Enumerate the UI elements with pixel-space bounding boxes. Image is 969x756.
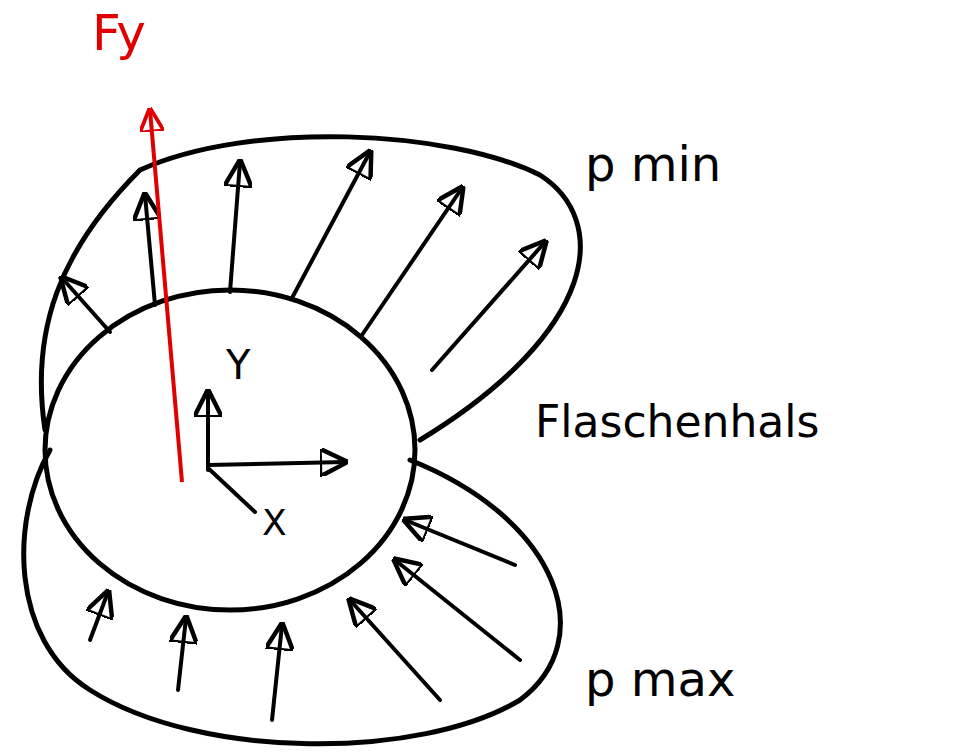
axis-label: X (262, 505, 287, 541)
axis-label: Y (226, 345, 250, 385)
part-name: Flaschenhals (535, 400, 819, 444)
force-arrow (150, 110, 182, 482)
force-label: Fy (92, 8, 146, 58)
pressure-label: p min (585, 140, 721, 188)
pressure-label: p max (585, 655, 735, 703)
neck-circle (45, 290, 415, 610)
pressure-envelope (24, 137, 581, 744)
coordinate-axes (208, 392, 345, 512)
pressure-arrows (62, 152, 545, 720)
